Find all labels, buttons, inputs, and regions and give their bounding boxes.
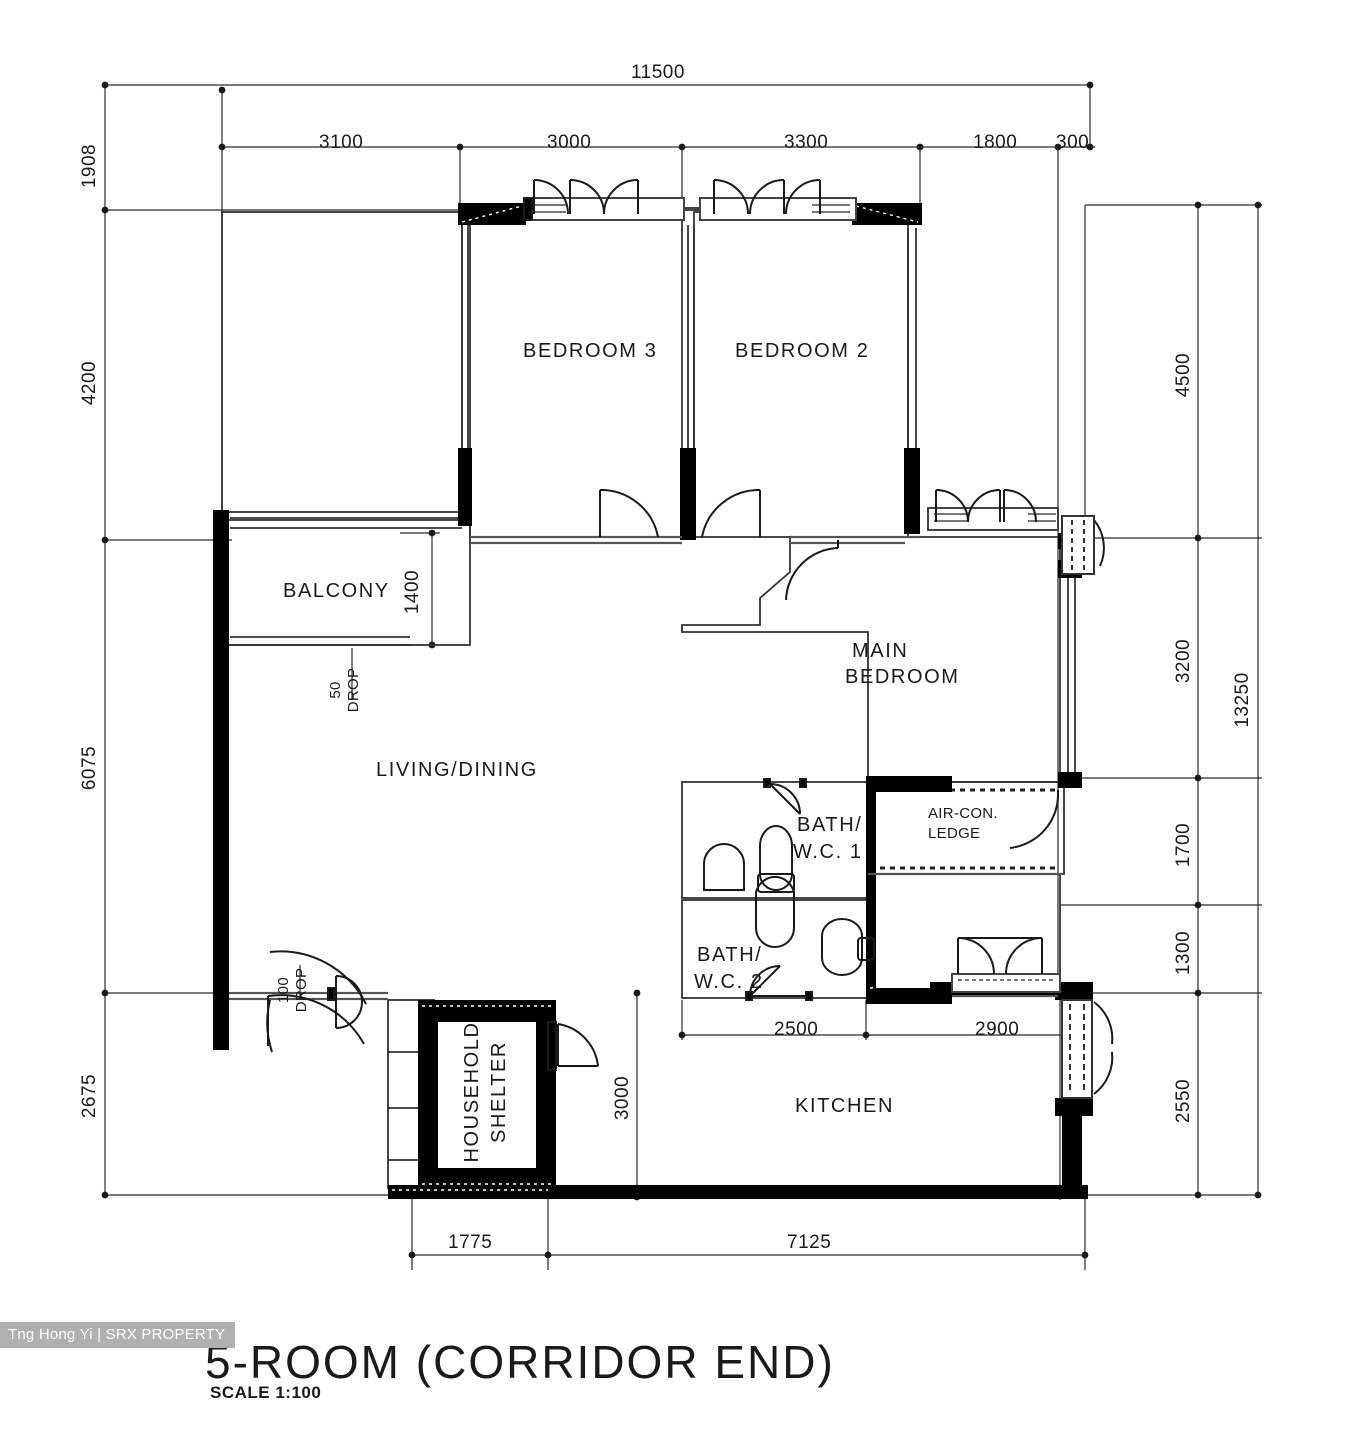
sanitary-fixtures xyxy=(703,825,875,976)
dim-bottom-7125: 7125 xyxy=(787,1232,831,1253)
room-label-mainbed-1: MAIN xyxy=(852,640,908,662)
dim-2500: 2500 xyxy=(774,1019,818,1040)
dim-top-3300: 3300 xyxy=(784,132,828,153)
room-label-bath2-1: BATH/ xyxy=(697,944,762,966)
dim-bottom-1775: 1775 xyxy=(448,1232,492,1253)
plan-title: 5-ROOM (CORRIDOR END) xyxy=(205,1336,835,1388)
basin-icon xyxy=(703,843,745,891)
dim-shelter-3000: 3000 xyxy=(612,1076,633,1120)
title-block: 5-ROOM (CORRIDOR END) SCALE 1:100 xyxy=(205,1336,835,1402)
dim-left-4200: 4200 xyxy=(79,361,100,405)
dimension-lines xyxy=(101,81,1262,1270)
dim-left-1908: 1908 xyxy=(79,144,100,188)
note-drop-100-value: 100 xyxy=(275,977,292,1003)
dim-right-1700: 1700 xyxy=(1173,823,1194,867)
room-label-kitchen: KITCHEN xyxy=(795,1095,894,1117)
dim-right-2550: 2550 xyxy=(1173,1079,1194,1123)
room-label-bath1-2: W.C. 1 xyxy=(793,841,863,863)
dim-right-overall: 13250 xyxy=(1232,672,1253,727)
dim-left-6075: 6075 xyxy=(79,746,100,790)
plan-scale: SCALE 1:100 xyxy=(210,1383,321,1402)
dim-top-1800: 1800 xyxy=(973,132,1017,153)
wc-icon xyxy=(759,825,793,891)
room-label-bedroom3: BEDROOM 3 xyxy=(523,340,657,362)
room-label-balcony: BALCONY xyxy=(283,580,390,602)
room-label-aircon-2: LEDGE xyxy=(928,825,980,842)
room-label-shelter-2: SHELTER xyxy=(488,1041,510,1143)
note-drop-100-label: DROP xyxy=(293,968,310,1013)
room-label-living: LIVING/DINING xyxy=(376,759,538,781)
dim-right-1300: 1300 xyxy=(1173,931,1194,975)
dim-right-4500: 4500 xyxy=(1173,353,1194,397)
watermark: Tng Hong Yi | SRX PROPERTY xyxy=(0,1322,236,1348)
dim-top-3000: 3000 xyxy=(547,132,591,153)
dim-top-overall: 11500 xyxy=(631,62,685,83)
room-label-bath1-1: BATH/ xyxy=(797,814,862,836)
dimension-text: 11500 3100 3000 3300 1800 300 1908 4200 … xyxy=(79,62,1253,1253)
room-label-shelter-1: HOUSEHOLD xyxy=(461,1021,483,1162)
dim-balcony-1400: 1400 xyxy=(402,570,423,614)
wc-icon xyxy=(755,875,795,948)
dim-left-2675: 2675 xyxy=(79,1074,100,1118)
room-label-aircon-1: AIR-CON. xyxy=(928,805,998,822)
doors-and-windows xyxy=(266,179,1114,1099)
room-labels: BEDROOM 3 BEDROOM 2 BALCONY LIVING/DININ… xyxy=(283,340,998,1163)
note-drop-50-label: DROP xyxy=(345,668,362,713)
room-label-bedroom2: BEDROOM 2 xyxy=(735,340,869,362)
wc2-icon xyxy=(821,918,863,976)
dim-top-300: 300 xyxy=(1056,132,1089,153)
dim-right-3200: 3200 xyxy=(1173,639,1194,683)
room-label-mainbed-2: BEDROOM xyxy=(845,666,960,688)
room-label-bath2-2: W.C. 2 xyxy=(694,971,764,993)
dim-2900: 2900 xyxy=(975,1019,1019,1040)
dim-top-3100: 3100 xyxy=(319,132,363,153)
note-drop-50-value: 50 xyxy=(327,681,344,698)
